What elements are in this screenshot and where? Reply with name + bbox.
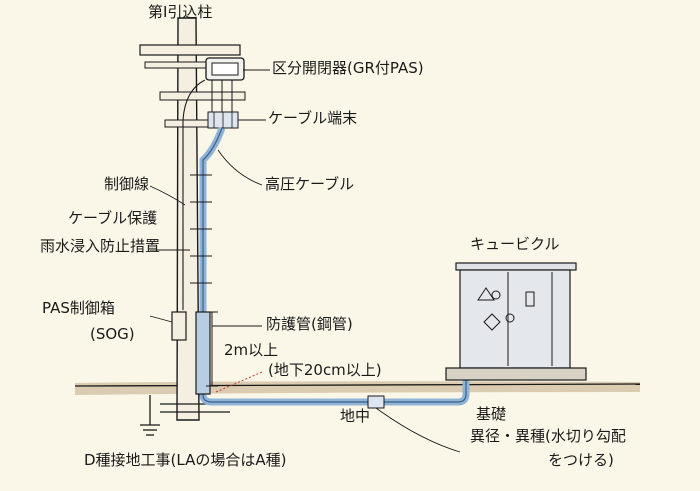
different-dia-label-1: 異径・異種(水切り勾配 <box>470 427 626 445</box>
pole-label: 第Ⅰ引込柱 <box>148 3 213 21</box>
pas-control-box <box>171 311 187 341</box>
depth-label: (地下20cm以上) <box>268 361 382 379</box>
ground-surface <box>75 381 640 395</box>
cable-protect-label-1: ケーブル保護 <box>68 209 158 227</box>
depth-leader <box>215 371 263 393</box>
underground-label: 地中 <box>340 407 371 425</box>
cable-joint <box>367 395 385 409</box>
grounding-label: D種接地工事(LAの場合はA種) <box>84 451 287 469</box>
pas-box-label-2: (SOG) <box>90 325 135 343</box>
cable-saddles <box>190 174 212 284</box>
cable-terminal-icon <box>207 111 239 129</box>
switch-label: 区分開閉器(GR付PAS) <box>272 59 424 77</box>
different-dia-label-2: をつける) <box>548 451 614 469</box>
ground-rod-icon <box>140 395 160 436</box>
guard-pipe-label: 防護管(鋼管) <box>266 315 353 333</box>
control-wire <box>182 79 206 310</box>
cable-terminal-label: ケーブル端末 <box>268 109 358 127</box>
leader-lines <box>149 69 461 453</box>
ground-line <box>74 383 641 387</box>
guard-pipe <box>195 311 211 395</box>
height-label: 2m以上 <box>224 341 279 359</box>
pas-switch-icon <box>205 57 245 112</box>
hv-cable-label: 高圧ケーブル <box>265 175 355 193</box>
pas-box-label-1: PAS制御箱 <box>42 299 115 317</box>
control-wire-label: 制御線 <box>104 175 150 193</box>
cubicle-label: キュービクル <box>470 235 560 253</box>
cable-protect-label-2: 雨水浸入防止措置 <box>40 237 161 255</box>
height-dimension <box>206 311 218 387</box>
foundation-label: 基礎 <box>476 405 507 423</box>
cubicle <box>445 262 587 381</box>
